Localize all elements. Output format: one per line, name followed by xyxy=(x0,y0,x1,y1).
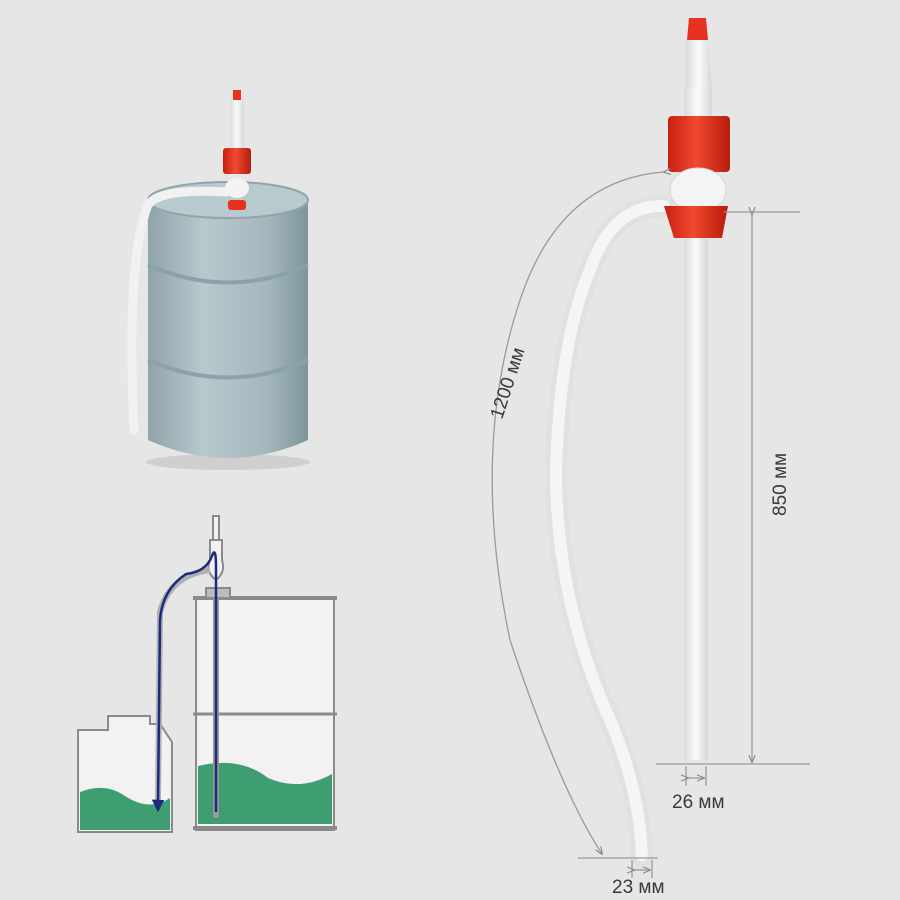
schematic-pump-handle xyxy=(212,515,220,541)
hose-corrugation xyxy=(549,199,670,864)
tube-diameter-label: 26 мм xyxy=(672,792,725,813)
pump-bung xyxy=(228,200,246,210)
hose-length-label: 1200 мм xyxy=(487,345,530,422)
pump-nut xyxy=(668,116,730,172)
pump-bung-adapter xyxy=(664,206,728,238)
hose-diameter-label: 23 мм xyxy=(612,877,665,898)
pump-valve-body xyxy=(669,167,727,213)
barrel-rib-upper xyxy=(147,263,309,285)
canister-liquid xyxy=(80,787,170,830)
tube-length-label: 850 мм xyxy=(770,453,791,516)
pump-cap xyxy=(233,90,241,100)
drum-liquid xyxy=(198,762,332,824)
flow-path xyxy=(151,551,218,813)
pump-bulb xyxy=(225,178,249,198)
barrel-with-pump-photo xyxy=(127,90,310,470)
dimension-lines xyxy=(491,172,810,878)
drum-bung xyxy=(205,587,231,599)
pump-photo xyxy=(544,18,730,869)
pump-handle xyxy=(230,96,244,152)
handle-collar xyxy=(684,88,712,118)
handle-tube xyxy=(686,40,712,90)
handle-cap xyxy=(687,18,708,40)
barrel-hose xyxy=(127,186,231,435)
pump-red-nut xyxy=(223,148,251,174)
barrel-body xyxy=(148,200,308,458)
barrel-shadow xyxy=(146,454,310,470)
hose-length-dimension xyxy=(491,172,664,854)
suction-tube xyxy=(684,238,708,760)
barrel-rib-lower xyxy=(147,358,309,380)
flow-arrow xyxy=(151,551,218,813)
